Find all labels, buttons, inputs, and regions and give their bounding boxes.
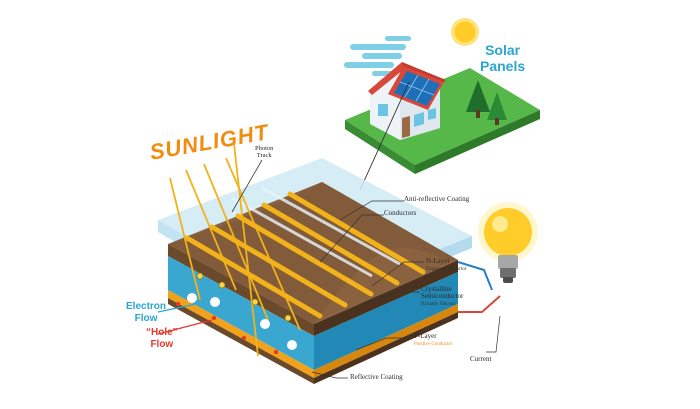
title-line1: Solar xyxy=(480,42,525,58)
crystalline-semiconductor-label: Crystalline Semiconductor xyxy=(421,286,463,301)
hole-flow-line2: Flow xyxy=(146,339,178,351)
light-bulb-icon xyxy=(478,202,538,283)
solar-panels-title: Solar Panels xyxy=(480,42,525,74)
photon-track-line2: Track xyxy=(255,153,273,160)
current-label: Current xyxy=(470,356,491,363)
p-layer-label: P-Layer xyxy=(414,333,437,340)
p-layer-sublabel: Positive Conductor xyxy=(414,342,452,347)
conductors-label: Conductors xyxy=(384,210,416,217)
electron-flow-line1: Electron xyxy=(126,301,166,313)
photon-track-label: Photon Track xyxy=(255,146,273,160)
n-layer-sublabel: Negative Conductor xyxy=(426,267,466,272)
crystalline-sublabel: (Usually Silicon) xyxy=(421,302,455,307)
hole-flow-line1: “Hole” xyxy=(146,327,178,339)
reflective-coating-label: Reflective Coating xyxy=(350,374,403,381)
crystalline-line2: Semiconductor xyxy=(421,293,463,300)
sun-icon xyxy=(451,18,479,46)
n-layer-label: N-Layer xyxy=(426,258,450,265)
solar-cell-icon xyxy=(158,158,472,384)
hole-flow-label: “Hole” Flow xyxy=(146,327,178,350)
anti-reflective-coating-label: Anti-reflective Coating xyxy=(404,196,469,203)
electron-flow-line2: Flow xyxy=(126,313,166,325)
title-line2: Panels xyxy=(480,58,525,74)
electron-flow-label: Electron Flow xyxy=(126,301,166,324)
